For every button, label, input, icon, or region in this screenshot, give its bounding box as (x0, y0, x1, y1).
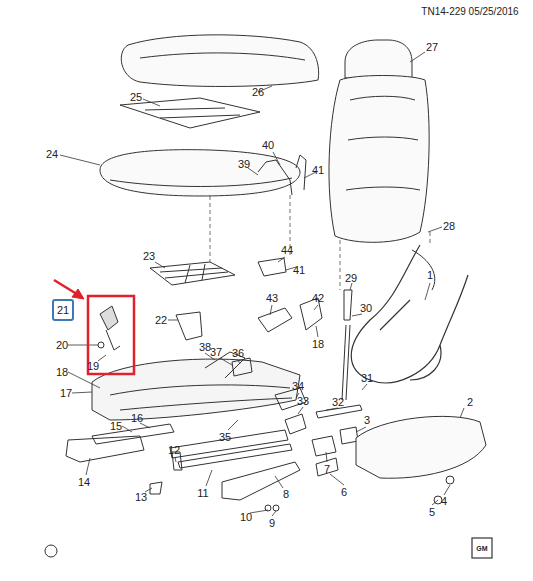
callout-number: 18 (311, 338, 325, 351)
callout-number: 12 (167, 444, 181, 457)
callout-number: 14 (77, 476, 91, 489)
callout-number: 1 (426, 269, 434, 282)
callout-number: 23 (142, 250, 156, 263)
callout-number: 42 (311, 292, 325, 305)
callout-number: 13 (134, 491, 148, 504)
callout-number: 19 (86, 360, 100, 373)
callout-number: 26 (251, 86, 265, 99)
drawing-number: TN14-229 05/25/2016 (420, 6, 519, 18)
highlight-box: 21 (52, 299, 74, 321)
callout-number: 16 (130, 412, 144, 425)
callout-number: 8 (282, 488, 290, 501)
callout-number: 22 (154, 314, 168, 327)
callout-number: 7 (323, 463, 331, 476)
callout-number: 30 (359, 302, 373, 315)
callout-number: 15 (109, 420, 123, 433)
callout-number: 27 (425, 41, 439, 54)
callout-number: 21 (57, 305, 69, 316)
callout-number: 41 (292, 264, 306, 277)
callout-number: 20 (55, 339, 69, 352)
callout-number: 9 (268, 517, 276, 530)
callout-number: 31 (360, 372, 374, 385)
callout-number: 11 (196, 487, 209, 500)
callout-number: 24 (45, 148, 59, 161)
callout-number: 18 (55, 366, 69, 379)
logo-text: GM (475, 544, 488, 553)
callout-number: 41 (311, 164, 325, 177)
callout-number: 5 (428, 506, 436, 519)
callout-number: 35 (218, 431, 232, 444)
callout-number: 4 (440, 495, 448, 508)
callout-number: 43 (265, 292, 279, 305)
callout-number: 36 (231, 347, 245, 360)
callout-number: 6 (340, 486, 348, 499)
callout-number: 40 (261, 139, 275, 152)
callout-number: 25 (129, 91, 143, 104)
callout-number: 3 (363, 414, 371, 427)
callout-number: 34 (291, 380, 305, 393)
callout-number: 29 (344, 272, 358, 285)
callout-number: 32 (331, 396, 345, 409)
callout-number: 33 (296, 395, 310, 408)
callout-number: 28 (442, 220, 456, 233)
callout-number: 10 (239, 511, 253, 524)
callout-number: 2 (466, 396, 474, 409)
callout-number: 44 (280, 244, 294, 257)
callout-number: 17 (59, 387, 73, 400)
callout-number: 39 (237, 158, 251, 171)
callout-number: 37 (209, 346, 223, 359)
